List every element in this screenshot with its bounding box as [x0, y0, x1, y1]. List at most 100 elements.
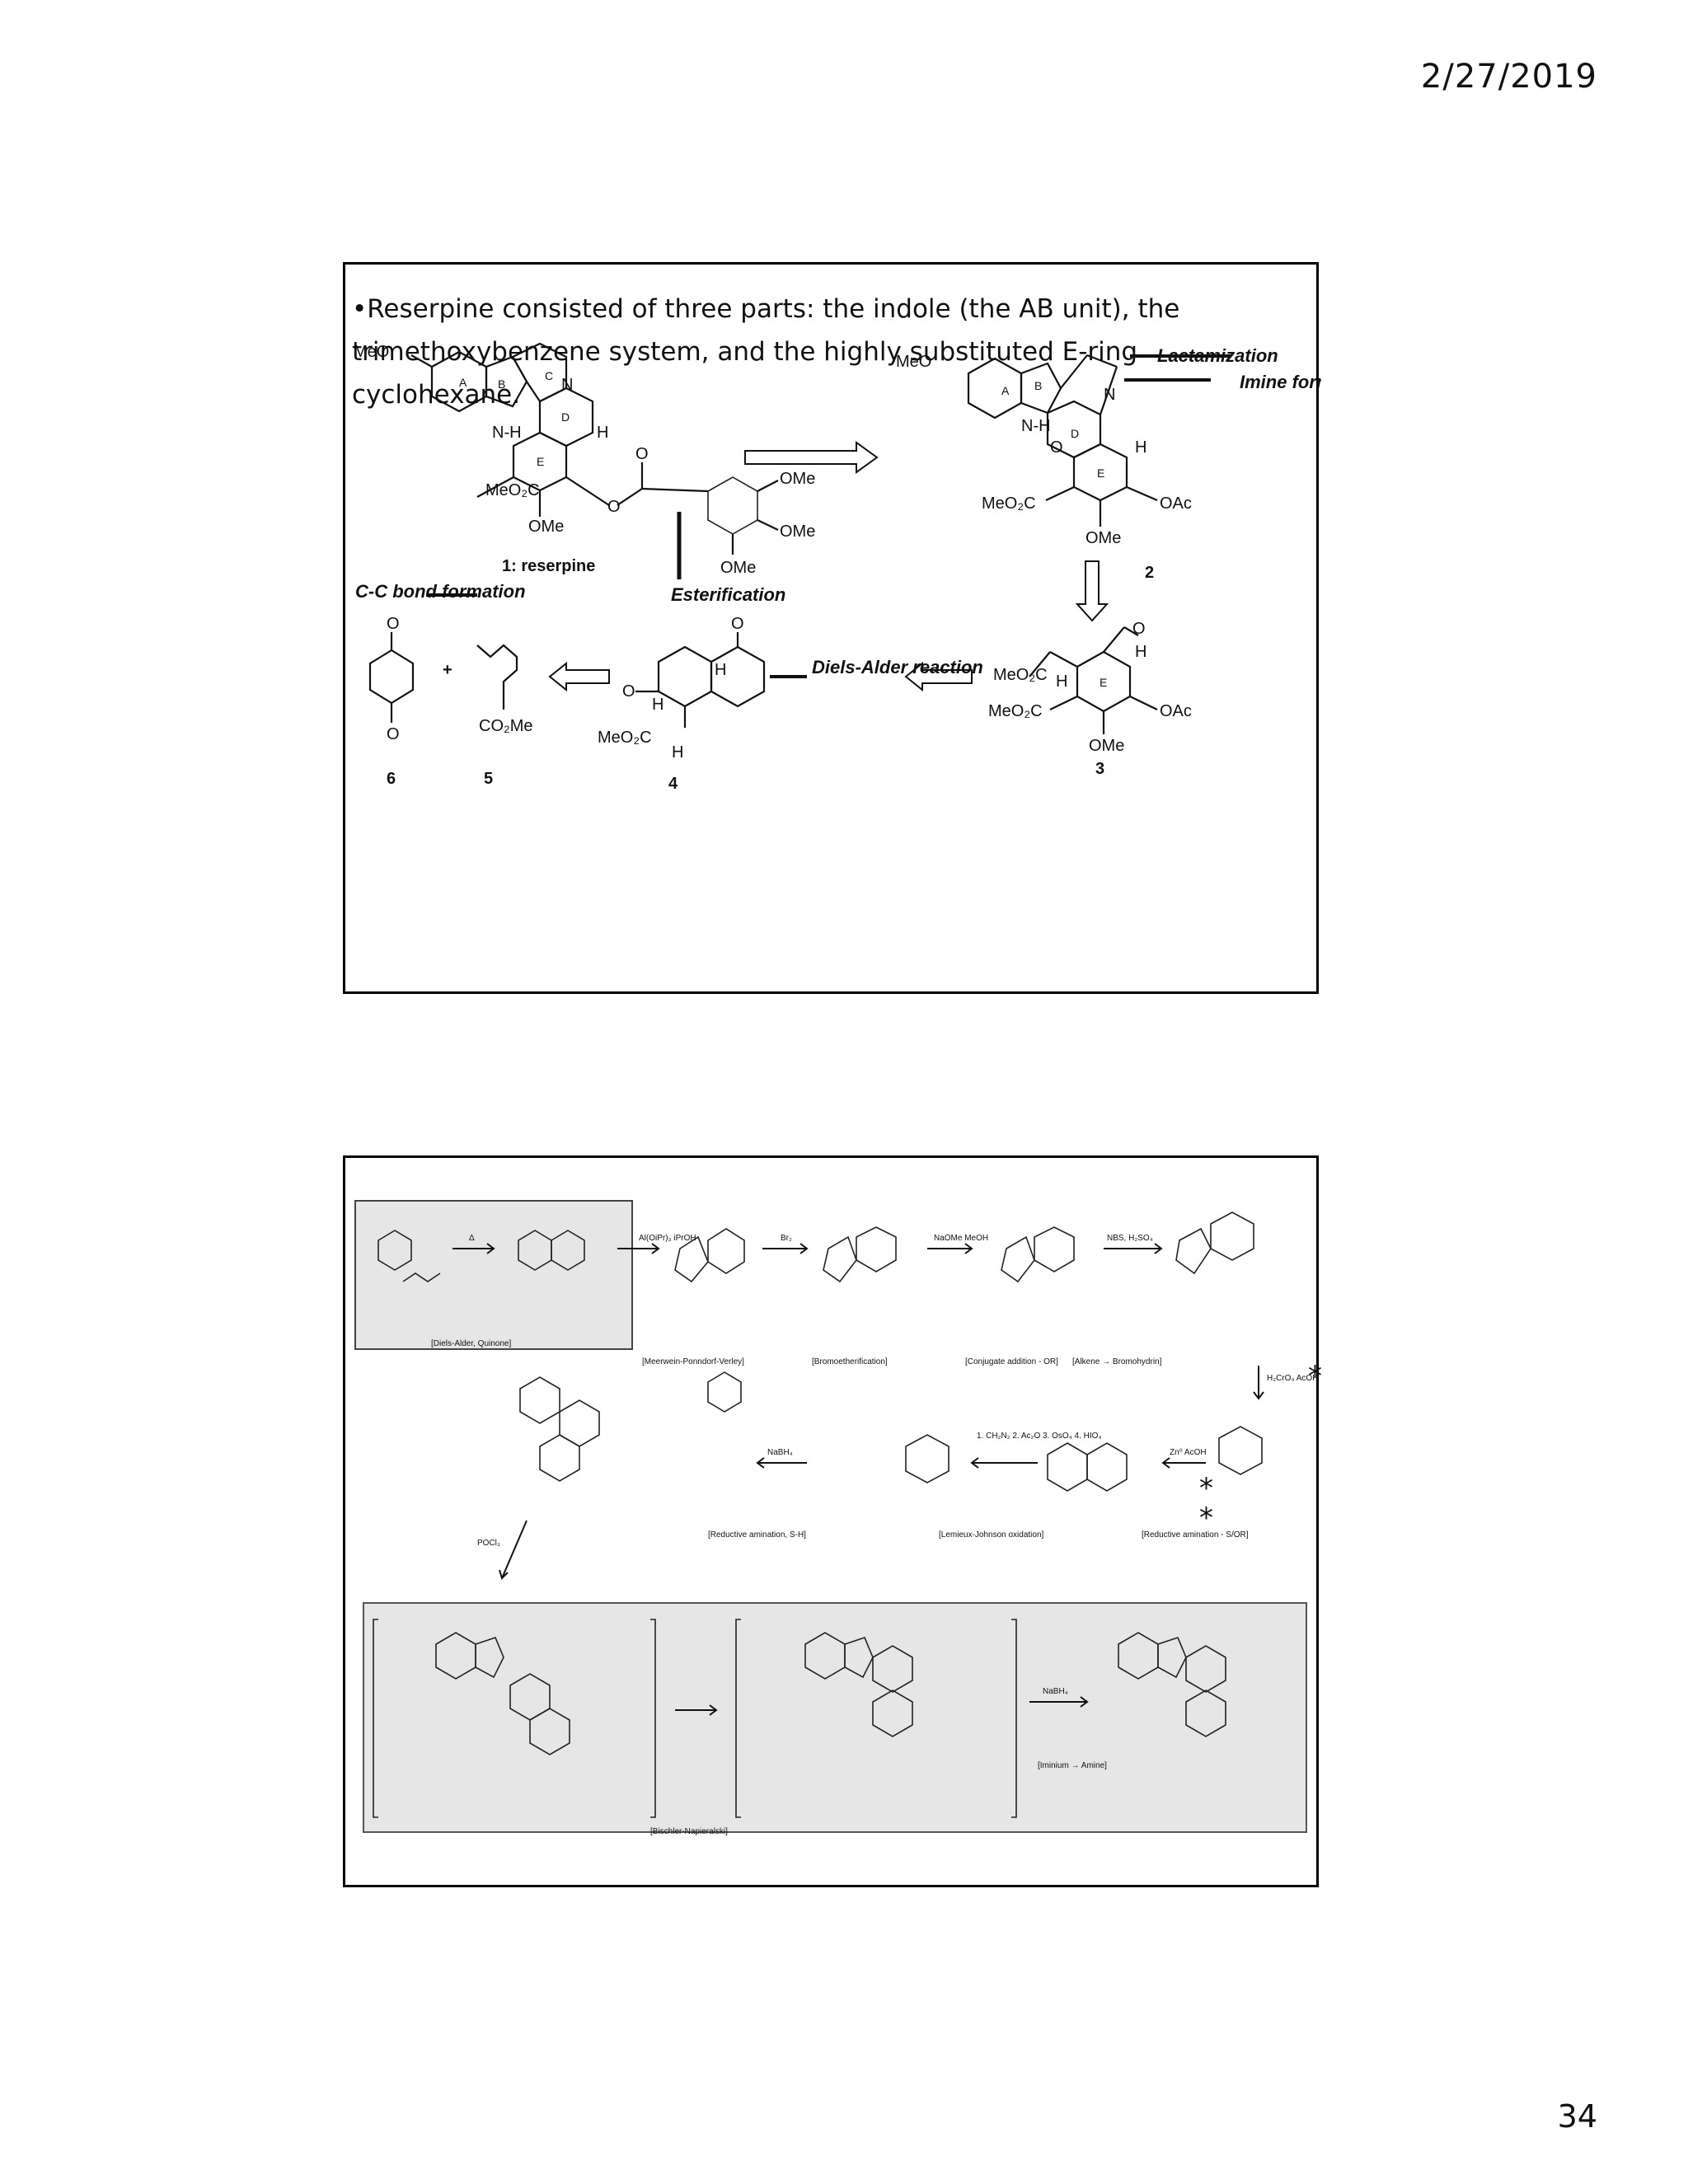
group-o-1: O [607, 498, 621, 516]
reagent-nabh4-2: NaBH₄ [1043, 1687, 1068, 1696]
group-co2me: CO₂Me [479, 717, 533, 735]
star-2: * [1199, 1472, 1213, 1505]
group-oac-1: OAc [1160, 494, 1192, 513]
highlight-box-bischler [363, 1602, 1307, 1833]
group-h-2: H [1135, 438, 1146, 457]
group-meo: MeO [354, 343, 389, 361]
reagent-chromic: H₂CrO₄ AcOH [1267, 1374, 1318, 1383]
label-compound-4: 4 [668, 775, 678, 793]
group-meo2c-1: MeO₂C [485, 481, 540, 499]
reagent-br2: Br₂ [781, 1234, 792, 1243]
bracket-bischler: [Bischler-Napieralski] [650, 1827, 728, 1836]
ring-letter-a-2: A [1001, 384, 1010, 397]
group-n-2: N [1104, 386, 1115, 404]
group-meo2c-3: MeO₂C [993, 666, 1048, 684]
structure-compound-4 [635, 632, 807, 728]
label-compound-2: 2 [1145, 564, 1154, 582]
slide-woodward-synthesis: Δ Al(OiPr)₃ iPrOH Br₂ NaOMe MeOH NBS, H₂… [343, 1155, 1321, 1887]
ring-letter-c: C [545, 369, 553, 382]
note-diels-alder: Diels-Alder reaction [812, 657, 983, 677]
row2-arrows [499, 1457, 1206, 1580]
bracket-bromohydrin: [Alkene → Bromohydrin] [1072, 1357, 1162, 1366]
bracket-lemieux: [Lemieux-Johnson oxidation] [939, 1530, 1044, 1540]
page-number: 34 [1557, 2098, 1597, 2135]
row2-structures [519, 1371, 1263, 1492]
row3-structures [373, 1619, 1226, 1818]
group-o-7: O [387, 615, 400, 633]
star-1: * [1308, 1360, 1321, 1393]
group-meo-2: MeO [896, 353, 931, 371]
structure-compound-6 [368, 632, 415, 723]
ring-letter-d: D [561, 410, 570, 424]
group-nh: N-H [492, 424, 522, 442]
row1-arrows [452, 1243, 1163, 1254]
ring-letter-b-2: B [1034, 379, 1042, 392]
bullet-text: •Reserpine consisted of three parts: the… [352, 294, 1180, 410]
reagent-nabh4-1: NaBH₄ [767, 1448, 793, 1457]
reagent-heat: Δ [469, 1234, 475, 1243]
row3-arrows [675, 1696, 1089, 1716]
structure-reserpine [410, 342, 779, 555]
ring-letter-e-3: E [1100, 676, 1107, 689]
group-meo2c-2: MeO₂C [982, 494, 1036, 513]
label-compound-6: 6 [387, 770, 396, 788]
label-compound-3: 3 [1095, 760, 1104, 778]
group-ome-5: OMe [1085, 529, 1121, 547]
reagent-nbs: NBS, H₂SO₄ [1107, 1234, 1153, 1243]
group-o-4: O [1132, 620, 1146, 638]
note-esterification: Esterification [671, 584, 785, 605]
bracket-bromoether: [Bromoetherification] [812, 1357, 888, 1366]
note-cc-bond: C-C bond formation [355, 581, 526, 602]
retro-arrow-3 [904, 661, 973, 692]
retrosynthesis-scheme: A B C D E MeO N-H N H MeO₂C OMe O O OMe … [354, 342, 1321, 793]
retro-arrow-2 [1075, 560, 1109, 622]
label-reserpine: 1: reserpine [502, 557, 595, 575]
group-h-6: H [652, 696, 663, 714]
group-nh-2: N-H [1021, 417, 1051, 435]
group-ome-1: OMe [528, 518, 564, 536]
group-oac-2: OAc [1160, 702, 1192, 720]
ring-letter-a: A [459, 376, 467, 389]
group-ome-6: OMe [1089, 737, 1124, 755]
reagent-lemieux: 1. CH₂N₂ 2. Ac₂O 3. OsO₄ 4. HIO₄ [977, 1432, 1102, 1441]
group-o-6: O [622, 682, 635, 701]
group-o-2: O [635, 445, 649, 463]
bracket-red-am-2: [Reductive amination - S/OR] [1142, 1530, 1249, 1540]
row1-structures [377, 1212, 1254, 1283]
plus-sign: + [443, 661, 452, 679]
group-h-1: H [597, 424, 608, 442]
group-h-3: H [1135, 643, 1146, 661]
reagent-pocl3: POCl₃ [477, 1539, 500, 1548]
bracket-diels-alder: [Diels-Alder, Quinone] [431, 1339, 511, 1348]
group-o-3: O [1050, 438, 1063, 457]
forward-synthesis-scheme: Δ Al(OiPr)₃ iPrOH Br₂ NaOMe MeOH NBS, H₂… [354, 1200, 1321, 1836]
group-h-7: H [672, 743, 683, 762]
group-n: N [561, 376, 573, 394]
retro-arrow-1 [744, 441, 879, 474]
ring-letter-e-2: E [1097, 466, 1104, 480]
ring-letter-b: B [498, 377, 505, 391]
group-meo2c-4: MeO₂C [988, 702, 1043, 720]
note-lactamization: Lactamization [1157, 345, 1278, 366]
group-ome-2: OMe [780, 470, 815, 488]
retro-arrow-4 [548, 661, 610, 692]
group-ome-3: OMe [780, 523, 815, 541]
reagent-mpv: Al(OiPr)₃ iPrOH [639, 1234, 696, 1243]
star-3: * [1199, 1502, 1213, 1535]
slide-reserpine-retrosynthesis: •Reserpine consisted of three parts: the… [343, 262, 1321, 994]
ring-letter-d-2: D [1071, 427, 1079, 440]
group-h-4: H [1056, 673, 1067, 691]
structure-compound-5 [476, 644, 518, 710]
structure-compound-2 [967, 354, 1231, 527]
bracket-red-am-1: [Reductive amination, S-H] [708, 1530, 806, 1540]
note-imine: Imine formation [1240, 372, 1321, 392]
highlight-box-diels-alder [354, 1200, 633, 1350]
reagent-zn: Zn⁰ AcOH [1170, 1448, 1207, 1457]
ring-letter-e: E [537, 455, 544, 468]
slide-date: 2/27/2019 [1420, 58, 1597, 96]
group-o-5: O [731, 615, 744, 633]
structure-compound-3 [1029, 626, 1158, 734]
group-meo2c-5: MeO₂C [598, 729, 652, 747]
group-h-5: H [715, 661, 726, 679]
group-ome-4: OMe [720, 559, 756, 577]
